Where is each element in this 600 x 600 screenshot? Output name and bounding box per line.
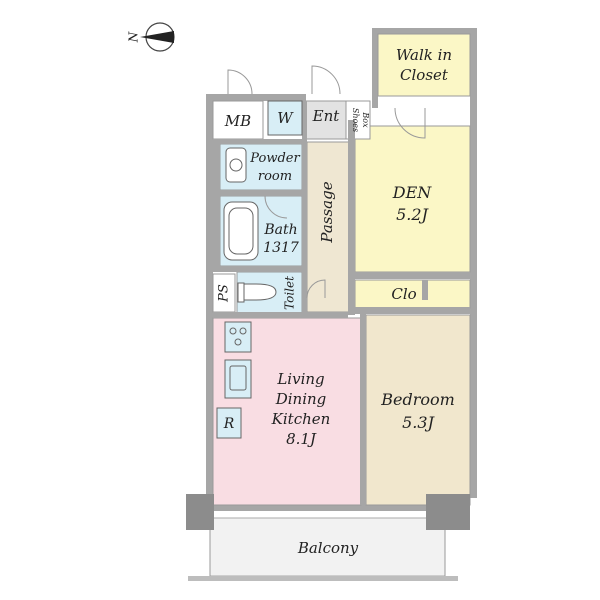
den-size: 5.2J <box>396 205 429 224</box>
ldk-label-line1: Living <box>276 370 324 388</box>
w-label: W <box>277 109 294 127</box>
clo-label: Clo <box>391 285 416 303</box>
powder-room-label-line2: room <box>258 169 292 184</box>
walk-in-closet-label-line1: Walk in <box>396 46 452 64</box>
bathtub-icon <box>223 201 259 261</box>
balcony-edge <box>188 576 458 581</box>
column-right <box>426 494 470 530</box>
entrance-area <box>305 100 347 140</box>
toilet-label: Toilet <box>283 276 297 310</box>
compass: N <box>127 22 175 52</box>
refrigerator-label: R <box>223 416 235 432</box>
outer-walls <box>206 28 477 514</box>
balcony-label: Balcony <box>297 539 359 557</box>
passage-label: Passage <box>318 181 336 243</box>
bedroom-label: Bedroom <box>380 390 455 409</box>
doors <box>227 65 470 299</box>
clo-area <box>354 279 471 309</box>
stove-icon <box>224 321 252 353</box>
mb-label: MB <box>224 112 251 130</box>
walk-in-closet-area <box>377 33 471 97</box>
bedroom-size: 5.3J <box>402 413 435 432</box>
den-area <box>354 125 471 273</box>
bedroom-area <box>365 314 471 506</box>
column-left <box>186 494 214 530</box>
ent-label: Ent <box>312 107 341 125</box>
bath-size: 1317 <box>263 240 299 256</box>
ldk-label-line2: Dining <box>275 390 327 408</box>
shoes-box-label-line2: Box <box>361 111 370 128</box>
walk-in-closet-label-line2: Closet <box>400 66 449 84</box>
mb-area <box>212 100 264 140</box>
labels: Walk in Closet MB W Ent Shoes Box Powder… <box>217 46 455 557</box>
den-label: DEN <box>392 183 433 202</box>
balcony-area <box>209 517 446 577</box>
shoes-box-label-line1: Shoes <box>351 108 360 132</box>
powder-room-label-line1: Powder <box>249 151 300 166</box>
compass-needle-icon <box>140 31 174 43</box>
refrigerator-box <box>216 407 242 439</box>
fixtures <box>216 100 303 439</box>
ldk-label-line3: Kitchen <box>271 410 331 428</box>
sink-icon <box>225 147 247 183</box>
washer-icon <box>267 100 303 136</box>
bath-label: Bath <box>263 222 297 238</box>
toilet-icon <box>241 283 277 301</box>
ps-label: PS <box>217 284 232 303</box>
compass-letter: N <box>127 31 141 43</box>
interior-walls <box>213 101 470 505</box>
ldk-size: 8.1J <box>286 430 317 448</box>
